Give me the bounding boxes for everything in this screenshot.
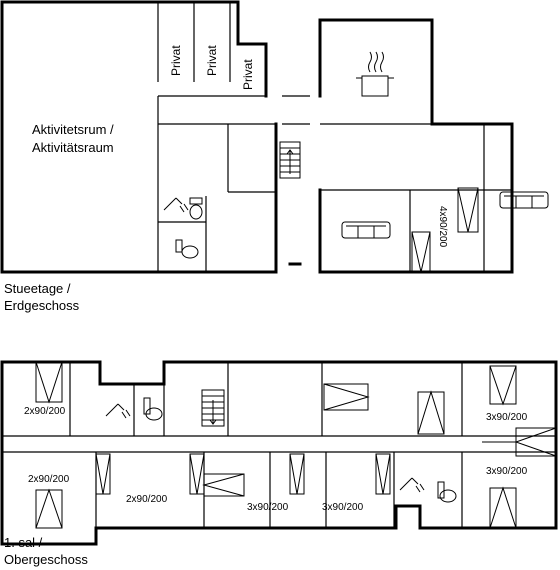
toilet-icon <box>437 481 457 503</box>
toilet-icon <box>175 239 199 259</box>
bed-icon <box>35 361 63 404</box>
first-floor-title-line2: Obergeschoss <box>4 552 88 567</box>
bed-icon <box>482 427 557 457</box>
ground-floor-inner-walls <box>157 2 512 272</box>
sofa-icon <box>341 221 391 239</box>
bed-size-label: 4x90/200 <box>437 206 448 248</box>
private-room-label-1: Privat <box>169 45 183 76</box>
activity-room-label-1: Aktivitetsrum / <box>32 122 114 137</box>
bed-icon <box>289 453 305 495</box>
shower-icon <box>163 197 189 213</box>
bed-icon <box>457 187 479 233</box>
bed-size-label: 3x90/200 <box>486 466 528 477</box>
stairs-icon <box>201 389 225 427</box>
bed-size-label: 2x90/200 <box>28 474 70 485</box>
toilet-icon <box>189 197 203 220</box>
bed-size-label: 3x90/200 <box>322 502 364 513</box>
bed-size-label: 2x90/200 <box>126 494 168 505</box>
activity-room-label-2: Aktivitätsraum <box>32 140 114 155</box>
bed-icon <box>35 488 63 529</box>
stairs-icon <box>279 141 301 179</box>
bed-icon <box>417 390 445 435</box>
bed-icon <box>189 453 205 495</box>
bed-size-label: 3x90/200 <box>247 502 289 513</box>
private-room-label-3: Privat <box>241 59 255 90</box>
first-floor-title-line1: 1. sal / <box>4 535 43 550</box>
ground-floor: Aktivitetsrum / Aktivitätsraum Privat Pr… <box>0 0 549 274</box>
bed-icon <box>202 473 245 497</box>
shower-icon <box>399 477 425 493</box>
first-floor-outer-wall <box>0 360 558 546</box>
pot-icon <box>356 51 394 97</box>
shower-icon <box>105 403 131 419</box>
bed-icon <box>375 453 391 495</box>
bed-icon <box>489 365 517 406</box>
first-floor: 2x90/200 2x90/200 2x90/200 3x90/200 3x90… <box>0 360 558 546</box>
sofa-icon <box>499 191 549 209</box>
ground-floor-title-line1: Stueetage / <box>4 281 71 296</box>
ground-floor-title: Stueetage / Erdgeschoss <box>4 280 79 314</box>
private-room-label-2: Privat <box>205 45 219 76</box>
bed-size-label: 3x90/200 <box>486 412 528 423</box>
first-floor-title: 1. sal / Obergeschoss <box>4 534 88 568</box>
bed-icon <box>489 486 517 529</box>
ground-floor-title-line2: Erdgeschoss <box>4 298 80 313</box>
bed-icon <box>323 383 370 411</box>
ground-floor-outer-wall-left <box>0 0 268 98</box>
toilet-icon <box>143 397 163 421</box>
bed-icon <box>411 231 431 273</box>
bed-icon <box>95 453 111 495</box>
bed-size-label: 2x90/200 <box>24 406 66 417</box>
ground-floor-outer-wall-right <box>318 18 514 274</box>
ground-floor-outer-wall-bottom <box>0 0 278 274</box>
